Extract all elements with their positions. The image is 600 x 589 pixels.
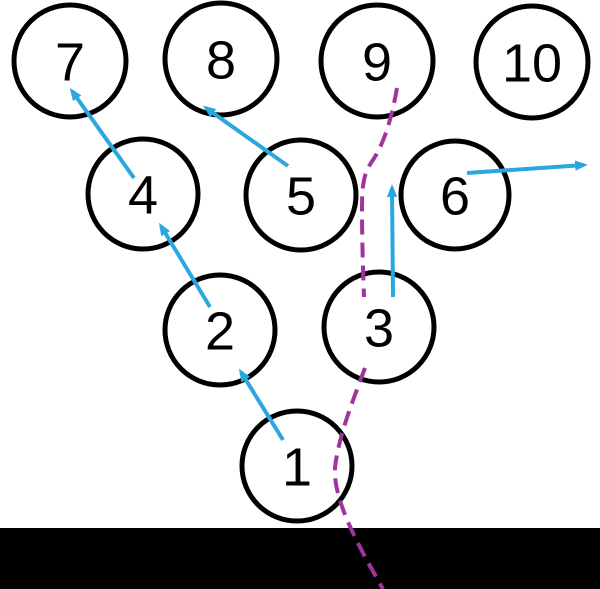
circle-6: 6 bbox=[398, 138, 512, 252]
circle-10-label: 10 bbox=[502, 34, 562, 94]
bottom-bar bbox=[0, 528, 600, 589]
circle-8-outline bbox=[162, 0, 280, 118]
arrow-2-to-4 bbox=[159, 222, 212, 309]
circle-8: 8 bbox=[162, 0, 280, 118]
circle-7-outline bbox=[11, 2, 129, 120]
arrow-1-to-2 bbox=[238, 368, 285, 442]
circle-4-outline bbox=[85, 136, 201, 252]
circle-5: 5 bbox=[243, 137, 359, 253]
circle-8-label: 8 bbox=[206, 31, 236, 91]
circle-9-outline bbox=[318, 2, 436, 120]
circle-10: 10 bbox=[473, 3, 591, 121]
arrow-4-to-7 bbox=[69, 87, 136, 180]
circle-5-outline bbox=[243, 137, 359, 253]
circle-3-label: 3 bbox=[364, 299, 394, 359]
circle-4: 4 bbox=[85, 136, 201, 252]
circle-6-outline bbox=[398, 138, 512, 252]
circle-5-label: 5 bbox=[286, 167, 316, 227]
dashed-curve-lower bbox=[332, 367, 385, 589]
dashed-curve-upper bbox=[359, 87, 399, 298]
circle-10-outline bbox=[473, 3, 591, 121]
circle-1-label: 1 bbox=[282, 438, 312, 498]
circle-9-label: 9 bbox=[362, 33, 392, 93]
circle-7: 7 bbox=[11, 2, 129, 120]
arrow-6-right bbox=[466, 160, 588, 175]
circle-3: 3 bbox=[321, 269, 437, 385]
circle-3-outline bbox=[321, 269, 437, 385]
circle-1-outline bbox=[239, 408, 355, 524]
circle-2: 2 bbox=[162, 272, 278, 388]
circle-6-label: 6 bbox=[440, 167, 470, 227]
circle-9: 9 bbox=[318, 2, 436, 120]
arrow-3-up bbox=[386, 184, 398, 298]
circle-2-outline bbox=[162, 272, 278, 388]
arrow-5-to-8 bbox=[202, 105, 290, 168]
circle-1: 1 bbox=[239, 408, 355, 524]
circle-2-label: 2 bbox=[205, 302, 235, 362]
circle-7-label: 7 bbox=[55, 33, 85, 93]
